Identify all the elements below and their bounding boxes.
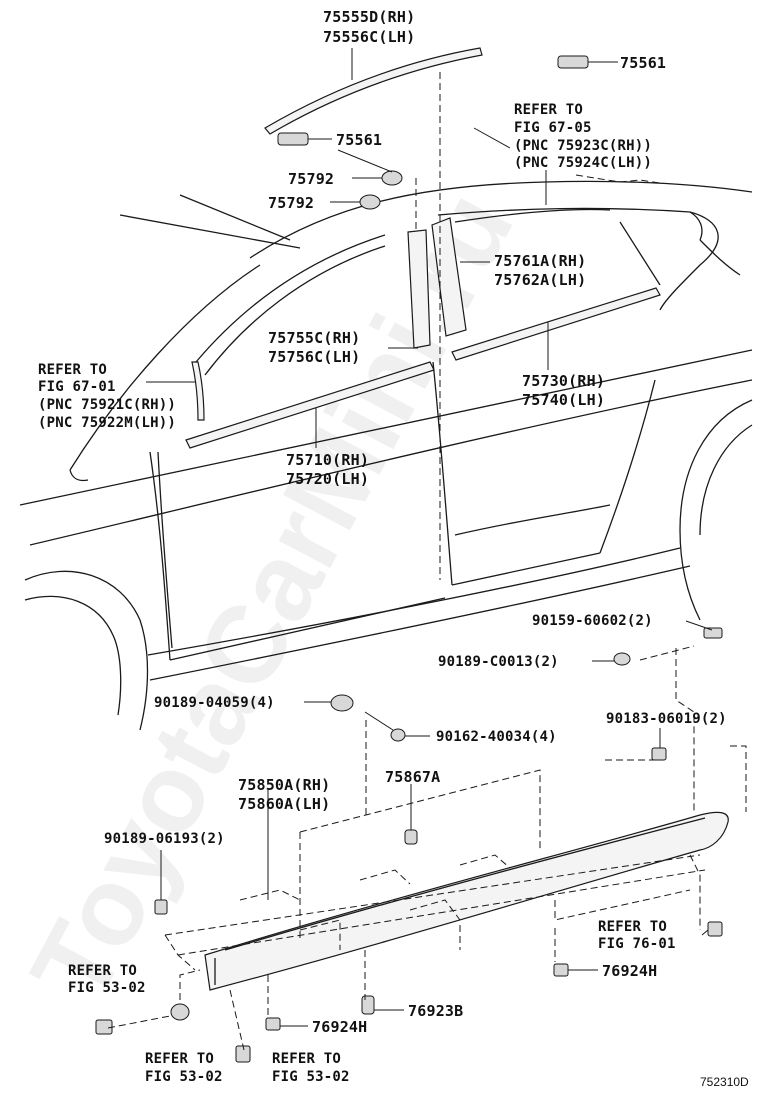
rocker-panel (204, 811, 729, 991)
label-90189-c: 90189-C0013(2) (438, 654, 559, 670)
label-75860a: 75860A(LH) (238, 795, 330, 813)
clip-76923b (361, 995, 404, 1015)
car-body-outline (19, 180, 753, 731)
diagram-code: 752310D (700, 1075, 749, 1089)
label-refer-67-01-l4: (PNC 75922M(LH)) (38, 415, 176, 431)
front-window-strip (191, 361, 205, 421)
clip-75867a (404, 784, 418, 845)
label-refer-67-01-l2: FIG 67-01 (38, 379, 116, 395)
clip-90183 (651, 728, 667, 761)
label-75740: 75740(LH) (522, 391, 605, 409)
clip-90189-06 (154, 850, 168, 915)
label-76924h-left: 76924H (312, 1018, 367, 1036)
label-refer-67-05-l3: (PNC 75923C(RH)) (514, 138, 652, 154)
label-refer-53-02-a-l2: FIG 53-02 (68, 980, 146, 996)
bolt-76-01 (701, 921, 723, 937)
front-belt-molding (185, 361, 435, 449)
label-75561-top: 75561 (620, 54, 666, 72)
label-refer-67-01-l3: (PNC 75921C(RH)) (38, 397, 176, 413)
label-76924h-right: 76924H (602, 962, 657, 980)
part-labels: 75555D(RH) 75556C(LH) 75561 75561 REFER … (38, 8, 749, 1089)
label-75761a: 75761A(RH) (494, 252, 586, 270)
label-75867a: 75867A (385, 768, 440, 786)
label-75792-b: 75792 (268, 194, 314, 212)
dashed-guides (107, 72, 747, 1051)
label-75792-a: 75792 (288, 170, 334, 188)
label-refer-53-02-b-l2: FIG 53-02 (145, 1069, 223, 1085)
label-75762a: 75762A(LH) (494, 271, 586, 289)
label-refer-53-02-c-l2: FIG 53-02 (272, 1069, 350, 1085)
bolt-90159 (685, 620, 723, 639)
clip-76924h-left (265, 1017, 308, 1031)
label-75710: 75710(RH) (286, 451, 369, 469)
label-refer-76-01-l2: FIG 76-01 (598, 936, 676, 952)
label-75556c: 75556C(LH) (323, 28, 415, 46)
label-90189-06: 90189-06193(2) (104, 831, 225, 847)
bolt-53-02-a (95, 1003, 190, 1035)
label-76923b: 76923B (408, 1002, 463, 1020)
clip-75561-mid (277, 132, 332, 146)
label-75730: 75730(RH) (522, 372, 605, 390)
label-refer-67-05-l4: (PNC 75924C(LH)) (514, 155, 652, 171)
label-refer-67-05-l1: REFER TO (514, 102, 583, 118)
label-refer-67-01-l1: REFER TO (38, 362, 107, 378)
clip-75792-a (352, 170, 403, 186)
label-refer-53-02-a-l1: REFER TO (68, 963, 137, 979)
clip-75792-b (330, 194, 381, 210)
rear-belt-molding (451, 287, 661, 361)
screw-90162 (364, 711, 430, 742)
clip-75561-top (557, 55, 618, 69)
label-75561-mid: 75561 (336, 131, 382, 149)
roof-molding (264, 47, 483, 135)
bolt-53-02-b (235, 1045, 251, 1063)
clip-90189-04 (304, 694, 354, 712)
clip-76924h-right (553, 963, 598, 977)
label-90189-04: 90189-04059(4) (154, 695, 275, 711)
label-refer-67-05-l2: FIG 67-05 (514, 120, 592, 136)
label-refer-53-02-b-l1: REFER TO (145, 1051, 214, 1067)
label-90183: 90183-06019(2) (606, 711, 727, 727)
label-90162: 90162-40034(4) (436, 729, 557, 745)
label-75850a: 75850A(RH) (238, 776, 330, 794)
label-75555d: 75555D(RH) (323, 8, 415, 26)
leader-lines (146, 48, 549, 900)
label-refer-76-01-l1: REFER TO (598, 919, 667, 935)
door-frame-molding-front (407, 229, 431, 349)
label-75755c: 75755C(RH) (268, 329, 360, 347)
label-75756c: 75756C(LH) (268, 348, 360, 366)
nut-90189-c (592, 652, 631, 666)
rear-pillar-molding (431, 217, 467, 337)
label-refer-53-02-c-l1: REFER TO (272, 1051, 341, 1067)
label-90159: 90159-60602(2) (532, 613, 653, 629)
label-75720: 75720(LH) (286, 470, 369, 488)
